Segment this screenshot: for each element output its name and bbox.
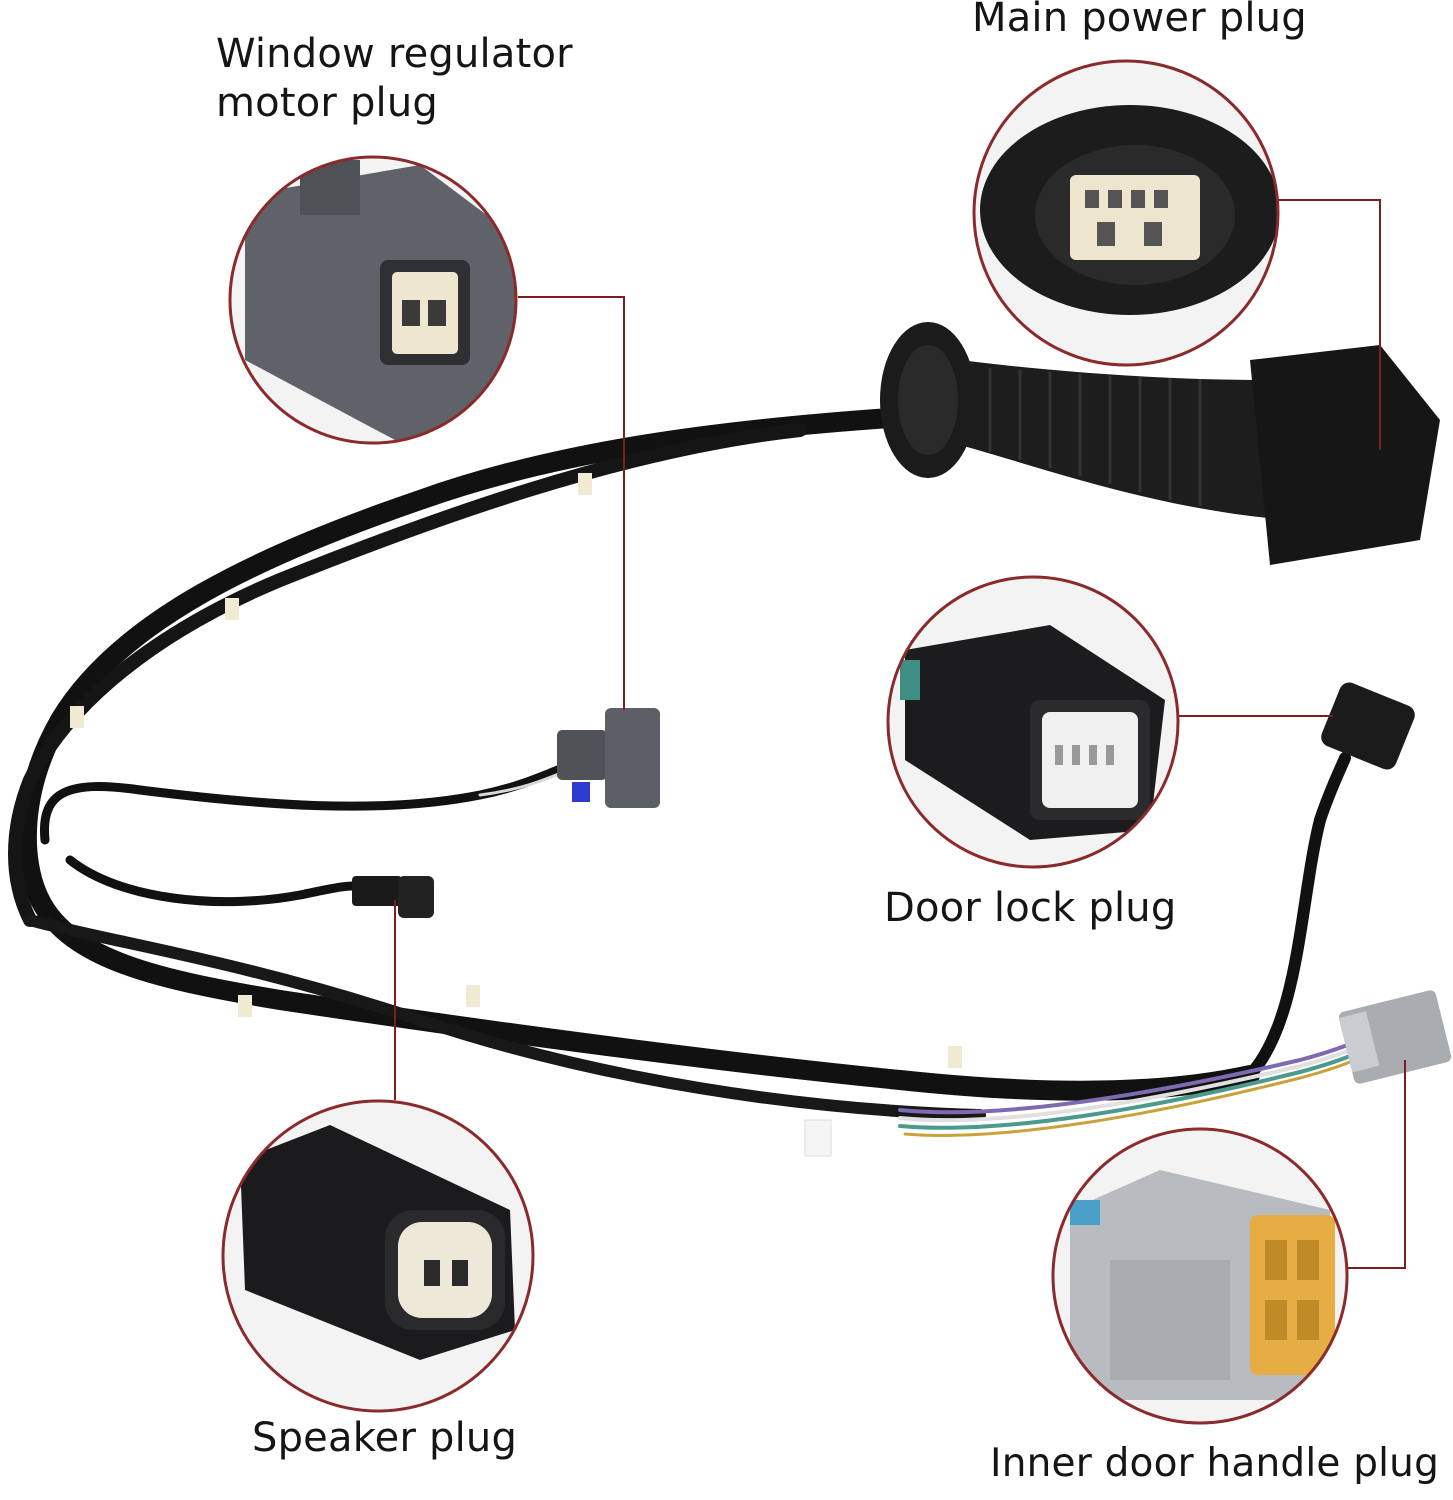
window-regulator-callout [228, 155, 518, 445]
door-lock-plug-label: Door lock plug [884, 885, 1177, 931]
speaker-callout [221, 1099, 535, 1413]
speaker-plug-label: Speaker plug [252, 1415, 518, 1461]
main-power-callout [972, 59, 1280, 367]
window-regulator-label-line1: Window regulator [216, 31, 573, 77]
window-regulator-motor-plug-label: Window regulator motor plug [216, 30, 573, 128]
door-lock-connector [1321, 682, 1415, 770]
door-lock-callout [886, 575, 1180, 869]
inner-door-handle-callout [1051, 1127, 1349, 1425]
window-regulator-connector [557, 708, 660, 808]
harness-clips [70, 473, 962, 1157]
window-regulator-label-line2: motor plug [216, 79, 438, 126]
rubber-grommet-boot [880, 322, 1440, 565]
main-power-plug-label: Main power plug [972, 0, 1307, 41]
inner-door-handle-connector [1338, 990, 1452, 1084]
leader-lines [394, 199, 1406, 1269]
speaker-connector [352, 876, 434, 918]
harness-cables [8, 408, 1352, 1137]
inner-door-handle-plug-label: Inner door handle plug [990, 1441, 1440, 1486]
